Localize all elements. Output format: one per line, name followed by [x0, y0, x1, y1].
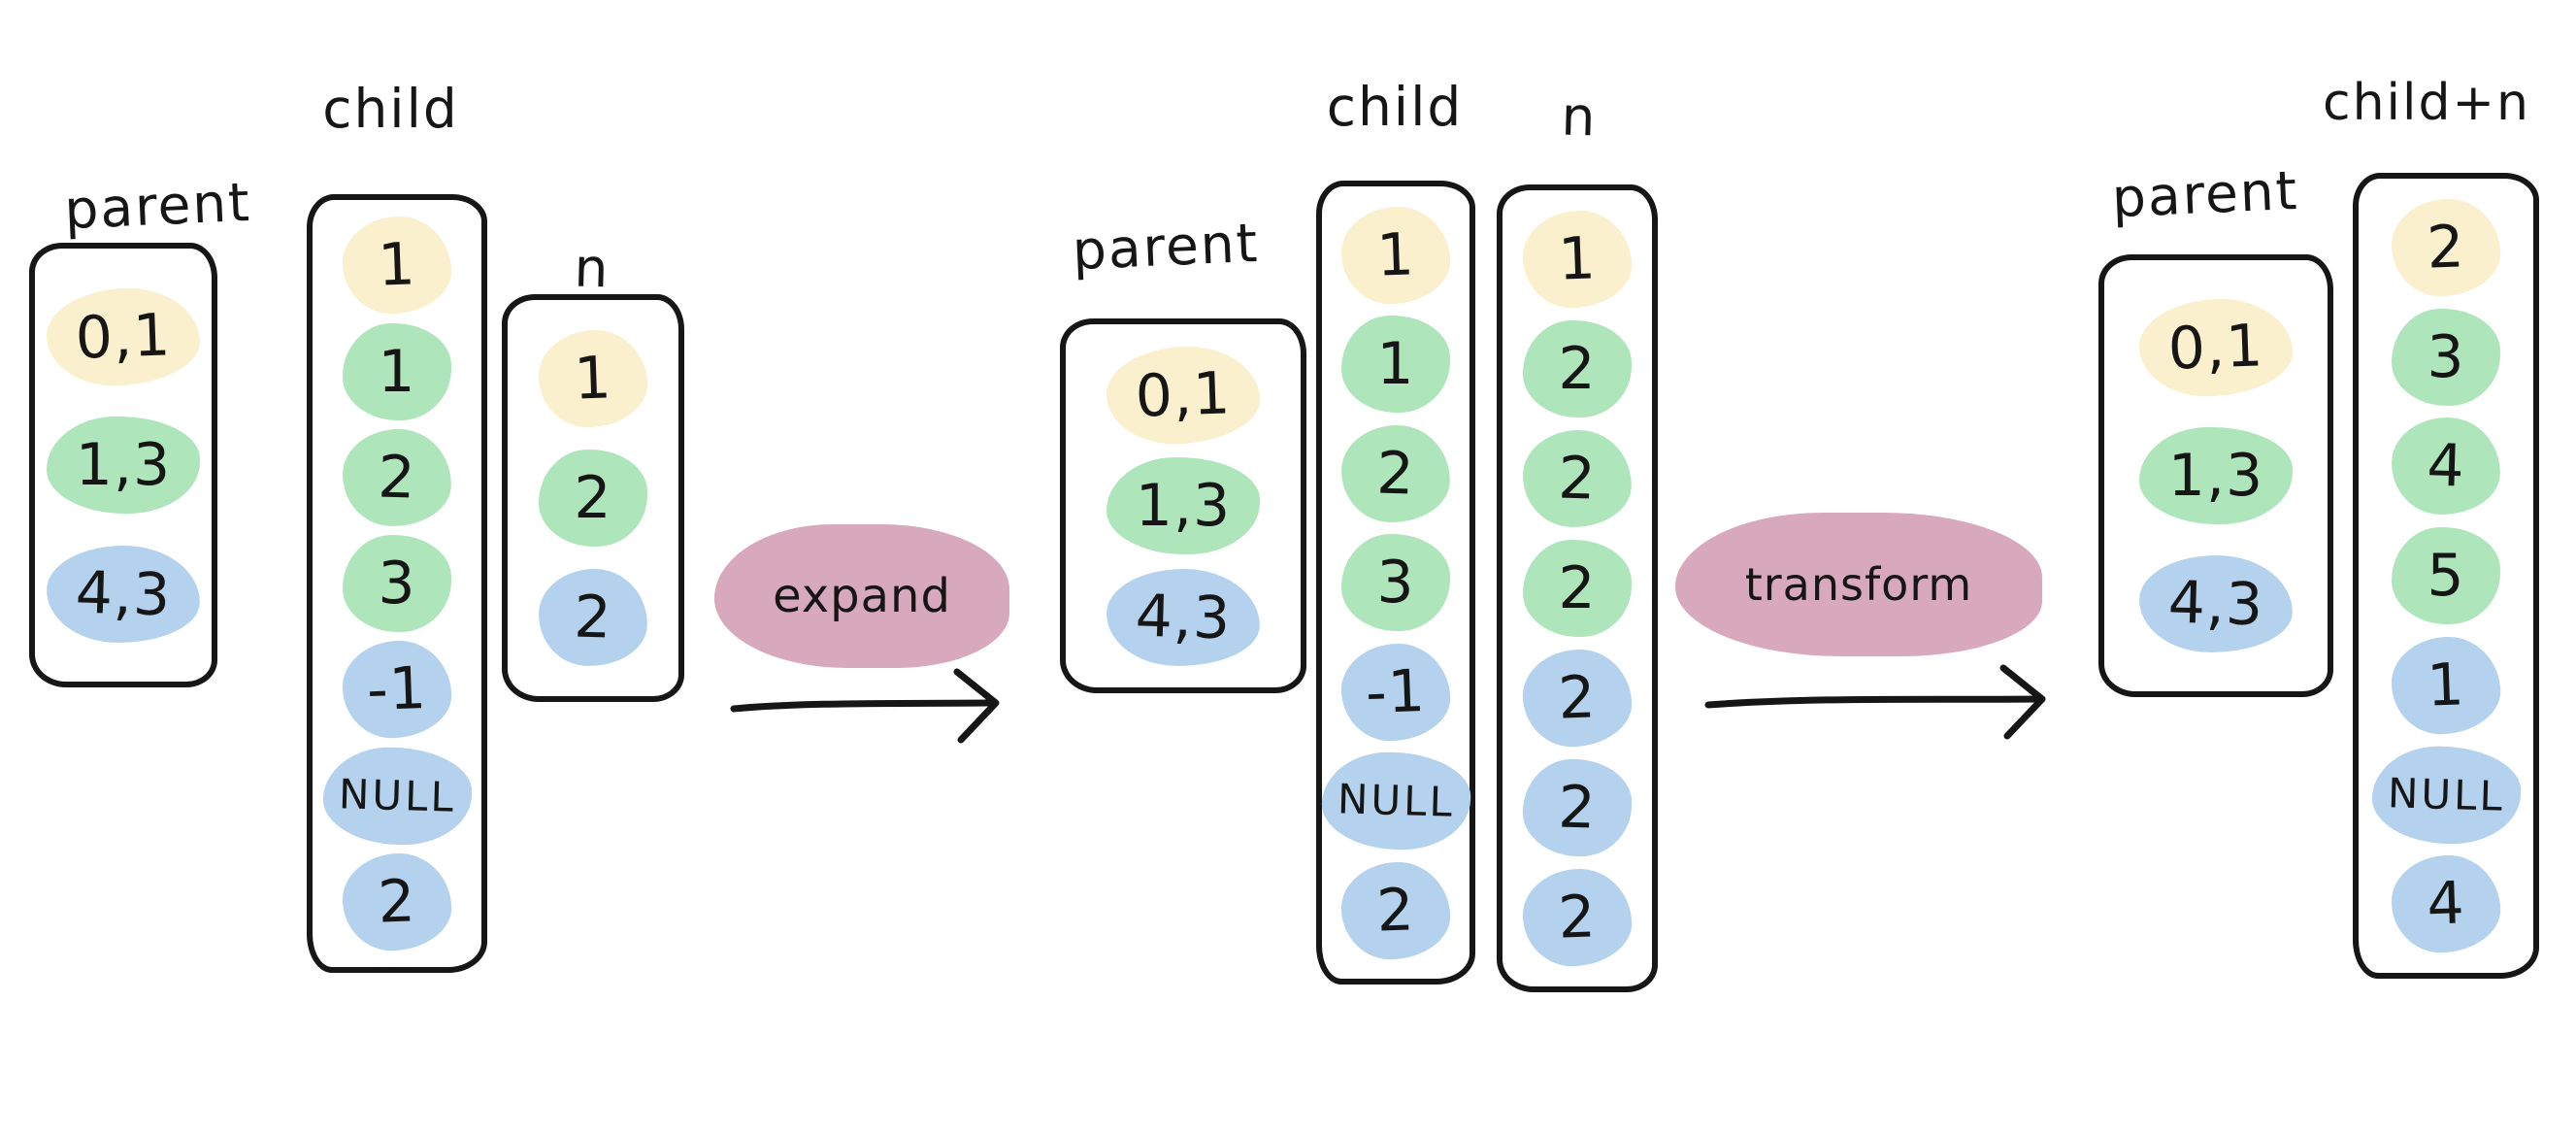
value-cell: 0,1 [2137, 296, 2295, 399]
value-cell: NULL [2370, 744, 2522, 846]
value-cell: 1 [1521, 209, 1634, 310]
value-cell: 4,3 [45, 543, 202, 645]
n-column-box: 1 2 2 [502, 294, 684, 702]
value-cell: 4 [2390, 416, 2502, 517]
column-label-child: child [1326, 76, 1464, 138]
value-cell: 2 [1521, 648, 1634, 749]
value-cell: NULL [1320, 750, 1471, 852]
transform-right-arrow-icon [1704, 664, 2046, 740]
value-cell: -1 [1339, 641, 1452, 743]
value-cell: 1 [1341, 316, 1450, 413]
value-cell: 0,1 [45, 284, 202, 388]
child-plus-n-column-box: 2 3 4 5 1 NULL 4 [2353, 173, 2539, 979]
value-cell: 1 [343, 322, 451, 420]
expand-right-arrow-icon [730, 668, 1000, 744]
column-label-n: n [573, 236, 611, 300]
value-cell: 2 [1521, 757, 1634, 858]
column-label-n: n [1560, 84, 1599, 149]
column-label-parent: parent [1071, 211, 1261, 283]
column-label-child-plus-n: child+n [2323, 74, 2530, 132]
value-cell: 5 [2392, 527, 2500, 624]
value-cell: 1 [537, 328, 649, 429]
parent-column-box: 0,1 1,3 4,3 [2098, 254, 2333, 697]
value-cell: 4,3 [1105, 566, 1262, 668]
parent-column-box: 0,1 1,3 4,3 [29, 243, 217, 687]
value-cell: 2 [1339, 422, 1452, 524]
value-cell: 3 [2392, 308, 2500, 406]
value-cell: 2 [341, 851, 453, 952]
value-cell: 2 [1339, 859, 1452, 961]
child-column-box: 1 1 2 3 -1 NULL 2 [307, 194, 487, 973]
column-label-child: child [322, 78, 459, 140]
value-cell: 2 [1523, 540, 1632, 637]
value-cell: 1,3 [1106, 457, 1260, 554]
value-cell: 2 [1521, 867, 1634, 968]
parent-column-box: 0,1 1,3 4,3 [1060, 318, 1306, 693]
value-cell: NULL [321, 745, 473, 847]
value-cell: 3 [1341, 534, 1450, 631]
value-cell: 1,3 [2139, 427, 2293, 524]
value-cell: 2 [2390, 196, 2502, 298]
transform-operation-label: transform [1658, 513, 2060, 656]
value-cell: 4,3 [2137, 552, 2295, 655]
value-cell: 2 [1523, 320, 1632, 417]
value-cell: 1,3 [47, 417, 200, 514]
value-cell: -1 [341, 639, 453, 741]
value-cell: 2 [537, 567, 649, 668]
value-cell: 2 [1521, 428, 1634, 529]
value-cell: 0,1 [1105, 343, 1262, 447]
value-cell: 3 [343, 535, 451, 632]
column-label-parent: parent [63, 170, 252, 242]
child-column-box: 1 1 2 3 -1 NULL 2 [1316, 181, 1475, 985]
value-cell: 1 [2390, 634, 2502, 736]
column-label-parent: parent [2110, 158, 2300, 230]
value-cell: 2 [539, 450, 647, 547]
value-cell: 2 [341, 427, 453, 528]
n-column-box: 1 2 2 2 2 2 2 [1497, 184, 1658, 992]
value-cell: 1 [341, 215, 453, 317]
expand-operation-label: expand [697, 524, 1027, 668]
value-cell: 1 [1339, 204, 1452, 306]
value-cell: 4 [2390, 853, 2502, 955]
